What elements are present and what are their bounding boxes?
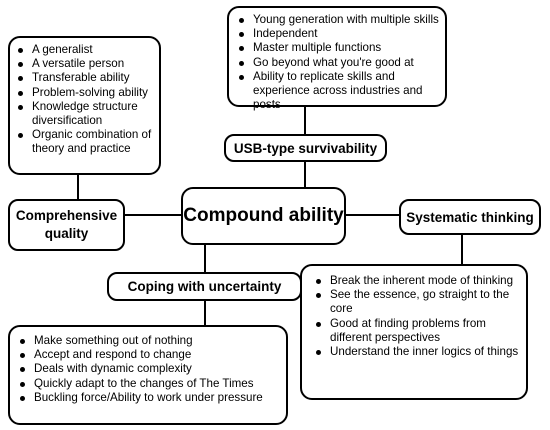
usb-item-4: Go beyond what you're good at [237, 56, 439, 70]
comprehensive-item-6: Organic combination of theory and practi… [16, 128, 155, 156]
usb-survivability-list-box: Young generation with multiple skills In… [227, 6, 447, 111]
usb-survivability-label: USB-type survivability [233, 140, 378, 156]
comprehensive-quality-label: Comprehensive quality [15, 208, 118, 241]
systematic-thinking-list-box: Break the inherent mode of thinking See … [300, 264, 528, 400]
coping-with-uncertainty-list: Make something out of nothing Accept and… [18, 334, 282, 405]
comprehensive-item-3: Transferable ability [16, 71, 155, 85]
coping-with-uncertainty-node: Coping with uncertainty [107, 272, 302, 301]
systematic-thinking-node: Systematic thinking [399, 199, 541, 235]
usb-item-2: Independent [237, 27, 439, 41]
usb-item-5: Ability to replicate skills and experien… [237, 70, 439, 113]
uncertainty-item-5: Buckling force/Ability to work under pre… [18, 391, 282, 405]
compound-ability-label: Compound ability [183, 205, 344, 226]
coping-with-uncertainty-label: Coping with uncertainty [127, 279, 282, 294]
comprehensive-quality-list-box: A generalist A versatile person Transfer… [8, 36, 161, 175]
uncertainty-item-2: Accept and respond to change [18, 348, 282, 362]
usb-survivability-list: Young generation with multiple skills In… [237, 13, 439, 112]
systematic-item-3: Good at finding problems from different … [314, 317, 520, 345]
systematic-item-2: See the essence, go straight to the core [314, 288, 520, 316]
comprehensive-item-4: Problem-solving ability [16, 86, 155, 100]
usb-survivability-node: USB-type survivability [224, 134, 387, 162]
systematic-thinking-list: Break the inherent mode of thinking See … [314, 274, 520, 359]
comprehensive-item-2: A versatile person [16, 57, 155, 71]
comprehensive-quality-list: A generalist A versatile person Transfer… [16, 43, 155, 157]
comprehensive-item-1: A generalist [16, 43, 155, 57]
comprehensive-quality-node: Comprehensive quality [8, 199, 125, 251]
usb-item-3: Master multiple functions [237, 41, 439, 55]
uncertainty-item-4: Quickly adapt to the changes of The Time… [18, 377, 282, 391]
uncertainty-item-1: Make something out of nothing [18, 334, 282, 348]
uncertainty-item-3: Deals with dynamic complexity [18, 362, 282, 376]
usb-item-1: Young generation with multiple skills [237, 13, 439, 27]
systematic-thinking-label: Systematic thinking [406, 209, 534, 225]
comprehensive-item-5: Knowledge structure diversification [16, 100, 155, 128]
compound-ability-node: Compound ability [181, 187, 346, 245]
systematic-item-1: Break the inherent mode of thinking [314, 274, 520, 288]
systematic-item-4: Understand the inner logics of things [314, 345, 520, 359]
coping-with-uncertainty-list-box: Make something out of nothing Accept and… [8, 325, 288, 425]
